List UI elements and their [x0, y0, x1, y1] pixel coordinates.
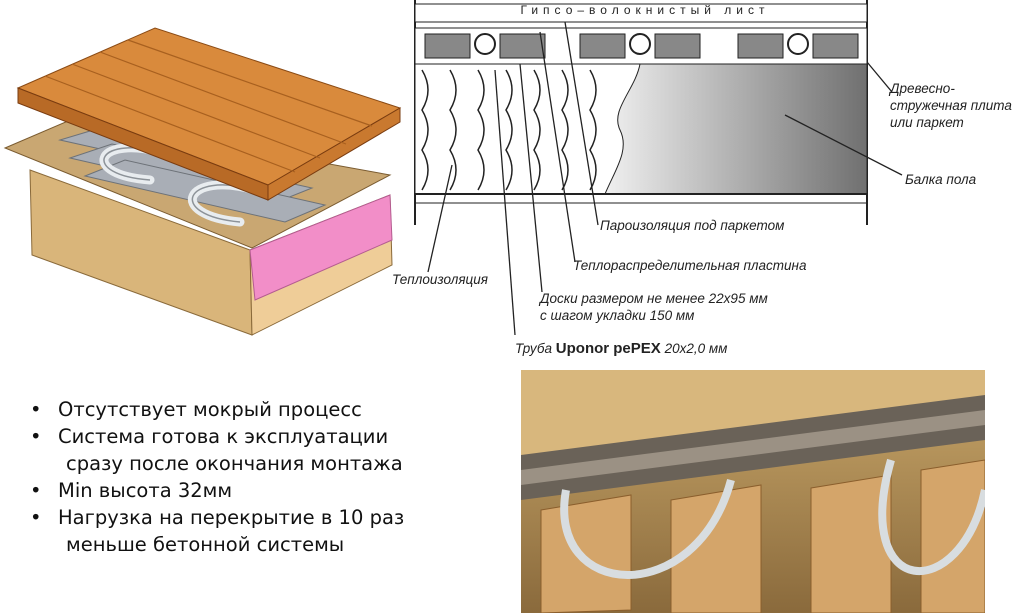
pink-insulation: [249, 194, 393, 301]
list-item: • Min высота 32мм: [30, 477, 404, 504]
leader-lines: [427, 21, 903, 336]
features-list: • Отсутствует мокрый процесс • Система гот…: [30, 396, 404, 558]
boards-label: Доски размером не менее 22х95 мм с шагом…: [540, 290, 768, 324]
insulation-label: Теплоизоляция: [392, 272, 488, 287]
pipe-prefix: Труба: [515, 341, 553, 356]
heat-plate-label: Теплораспределительная пластина: [573, 258, 807, 273]
pipe-label: Труба Uponor pePEX 20х2,0 мм: [515, 340, 727, 357]
installation-photo: [521, 370, 985, 613]
pipe-size: 20х2,0 мм: [664, 341, 728, 356]
cross-section-diagram: [414, 0, 903, 336]
floor-layers-illustration: [3, 27, 402, 336]
gypsum-sheet: [414, 3, 868, 23]
vapor-label: Пароизоляция под паркетом: [600, 218, 785, 233]
bullet-text: Система готова к эксплуатации: [58, 425, 389, 448]
plates-row: [424, 33, 859, 59]
list-item: • Отсутствует мокрый процесс: [30, 396, 404, 423]
bullet-marker: •: [30, 425, 42, 448]
insulation-waves: [421, 69, 597, 191]
bullet-continuation: сразу после окончания монтажа: [66, 452, 403, 475]
bullet-marker: •: [30, 479, 42, 502]
boards-line1: Доски размером не менее 22х95 мм: [540, 291, 768, 306]
pipe-brand: Uponor pePEX: [555, 340, 661, 357]
beam-label: Балка пола: [905, 172, 977, 187]
chipboard-line3: или паркет: [890, 115, 964, 130]
photo-pipes: [560, 458, 985, 579]
bullet-text: Нагрузка на перекрытие в 10 раз: [58, 506, 405, 529]
bullet-text: Min высота 32мм: [58, 479, 233, 502]
pipe-sections: [474, 33, 809, 55]
chipboard-line2: стружечная плита: [890, 98, 1012, 113]
bullet-marker: •: [30, 506, 42, 529]
list-item: • Система готова к эксплуатации сразу посл…: [30, 423, 404, 477]
chipboard-label: Древесно- стружечная плита или паркет: [890, 80, 1012, 131]
bullet-marker: •: [30, 398, 42, 421]
boards-line2: с шагом укладки 150 мм: [540, 308, 695, 323]
gypsum-label: Гипсо–волокнистый лист: [520, 3, 770, 17]
bullet-text: Отсутствует мокрый процесс: [58, 398, 362, 421]
parquet-edge-side: [267, 107, 401, 201]
floor-beam: [604, 63, 868, 195]
list-item: • Нагрузка на перекрытие в 10 раз меньше б…: [30, 504, 404, 558]
chipboard-line1: Древесно-: [890, 81, 955, 96]
bullet-continuation: меньше бетонной системы: [66, 533, 345, 556]
